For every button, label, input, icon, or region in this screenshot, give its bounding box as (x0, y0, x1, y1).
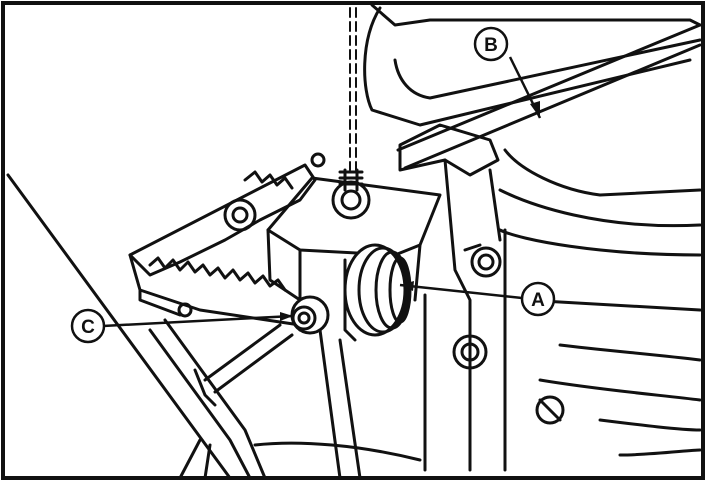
mounting-bracket (398, 123, 502, 472)
leader-line-a (399, 283, 523, 300)
deck-edge (6, 173, 232, 480)
dashed-cable (349, 7, 357, 171)
arrowhead-a (400, 281, 414, 291)
u-bracket (266, 168, 442, 332)
engine-housing (363, 3, 702, 472)
arrowhead-b (530, 101, 540, 118)
spring-pulley (343, 243, 412, 342)
control-rod (396, 23, 702, 170)
callout-a-label: A (531, 290, 545, 311)
lower-linkage (148, 318, 422, 480)
callout-b: B (473, 26, 509, 62)
callout-b-label: B (484, 35, 498, 56)
callout-a: A (520, 281, 556, 317)
leader-line-c (102, 314, 294, 328)
callout-c-label: C (81, 317, 95, 338)
adjustment-nut (290, 295, 330, 335)
lower-bolt (535, 395, 565, 425)
arrowhead-c (280, 312, 293, 321)
callout-c: C (70, 308, 106, 344)
